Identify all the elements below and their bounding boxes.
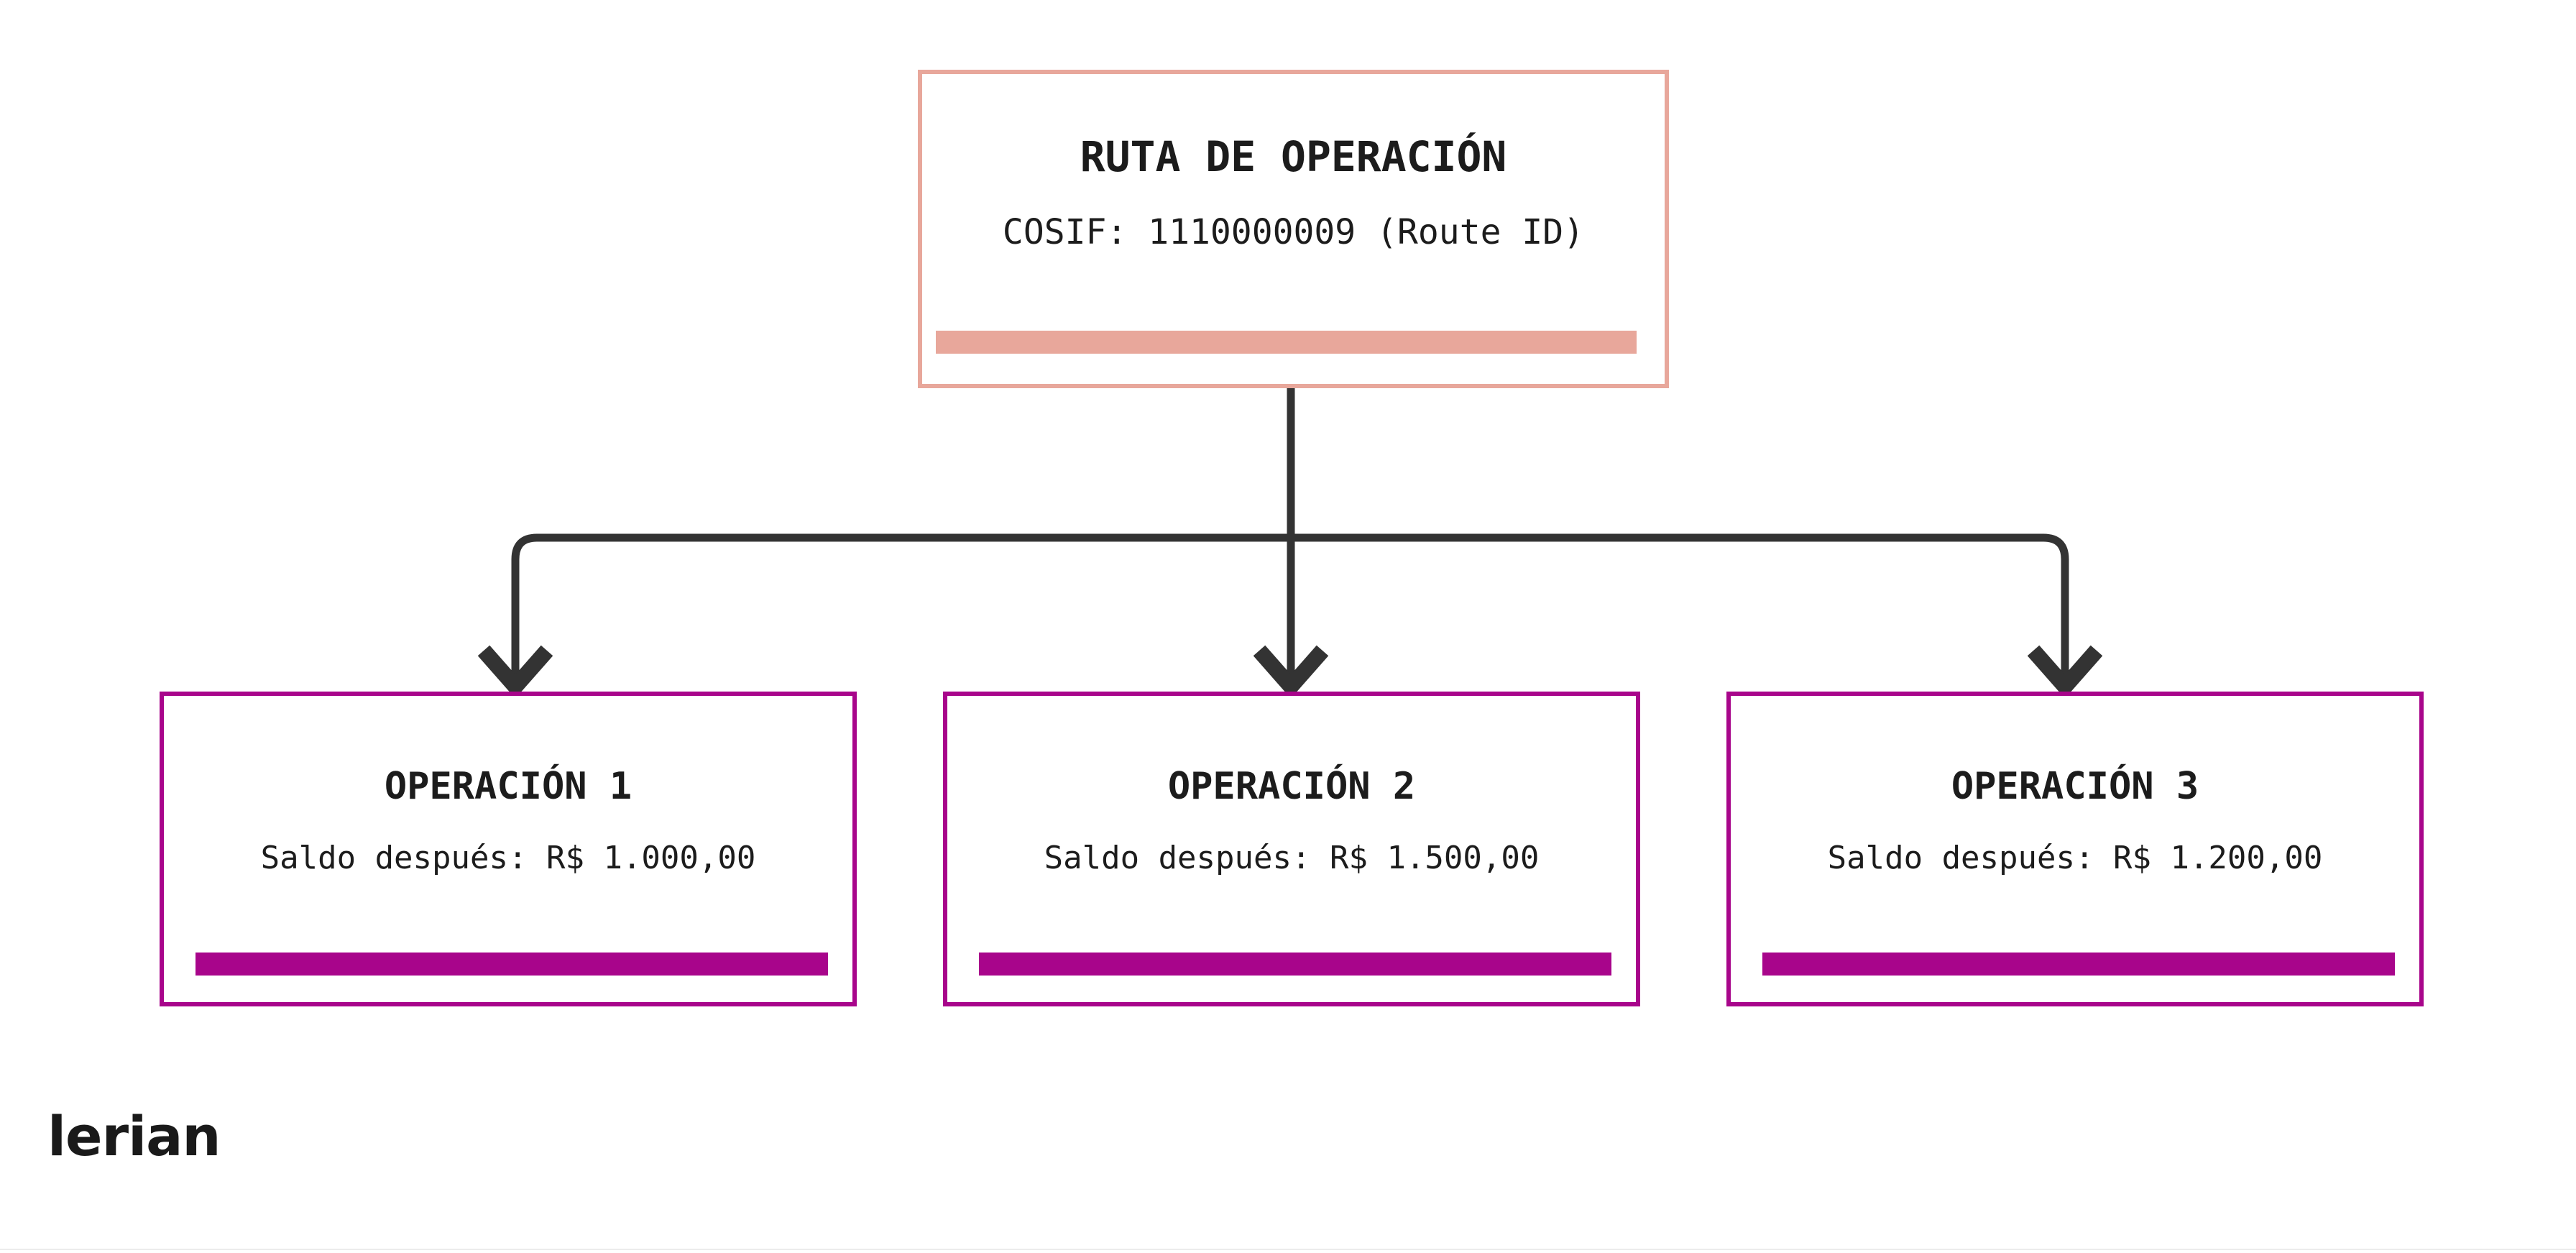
arrowhead-icon-center (1253, 645, 1329, 699)
brand-logo: lerian (47, 1104, 221, 1168)
node-accent-bar (196, 953, 828, 976)
connector-branch-right (1291, 533, 2069, 692)
node-title: OPERACIÓN 2 (1167, 765, 1416, 808)
node-title: OPERACIÓN 3 (1951, 765, 2199, 808)
bottom-divider (0, 1249, 2576, 1250)
node-operation-3[interactable]: OPERACIÓN 3 Saldo después: R$ 1.200,00 (1726, 692, 2424, 1006)
node-subtitle: Saldo después: R$ 1.200,00 (1827, 840, 2323, 876)
connector-branch-left (511, 533, 1291, 692)
node-title: RUTA DE OPERACIÓN (1080, 132, 1507, 181)
node-accent-bar (936, 331, 1637, 354)
node-operation-1[interactable]: OPERACIÓN 1 Saldo después: R$ 1.000,00 (160, 692, 857, 1006)
arrowhead-icon-right (2027, 645, 2103, 699)
node-subtitle: COSIF: 1110000009 (Route ID) (1002, 212, 1585, 252)
node-accent-bar (979, 953, 1611, 976)
node-route-root[interactable]: RUTA DE OPERACIÓN COSIF: 1110000009 (Rou… (918, 70, 1669, 388)
node-accent-bar (1762, 953, 2395, 976)
node-subtitle: Saldo después: R$ 1.500,00 (1044, 840, 1540, 876)
arrowhead-icon-left (477, 645, 553, 699)
node-title: OPERACIÓN 1 (384, 765, 632, 808)
node-operation-2[interactable]: OPERACIÓN 2 Saldo después: R$ 1.500,00 (943, 692, 1640, 1006)
node-subtitle: Saldo después: R$ 1.000,00 (260, 840, 756, 876)
